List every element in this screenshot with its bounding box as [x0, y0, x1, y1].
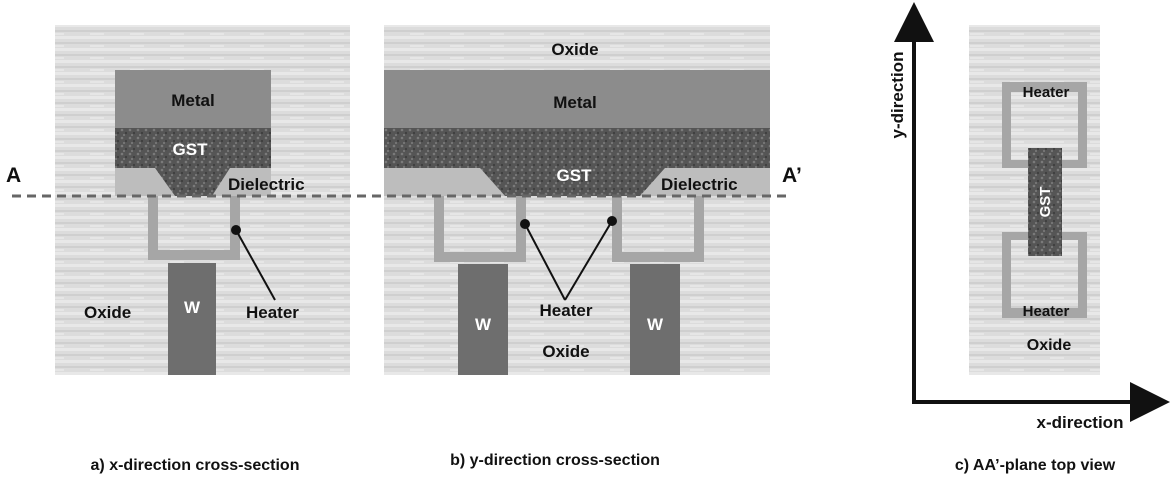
- panel-c-heater-top: [1002, 82, 1087, 168]
- panel-b-heater-leader-left: [524, 223, 566, 301]
- panel-b-tungsten-right: [630, 264, 680, 375]
- panel-b-heater-leader-right: [564, 220, 613, 301]
- panel-b-gst-label: GST: [557, 166, 593, 185]
- panel-b-heater-left: [434, 196, 526, 262]
- panel-b-caption: b) y-direction cross-section: [450, 452, 660, 469]
- panel-c-gst-label: GST: [1037, 187, 1054, 218]
- panel-b-dielectric-left: [384, 168, 505, 196]
- plane-a-prime-label: A’: [782, 164, 802, 187]
- panel-a-heater-label: Heater: [246, 303, 299, 322]
- panel-c-heater-bottom: [1002, 232, 1087, 318]
- panel-a-heater-dot: [231, 225, 241, 235]
- panel-a-dielectric-right: [212, 168, 271, 196]
- x-axis-label: x-direction: [1037, 413, 1124, 432]
- panel-b-heater-label: Heater: [540, 301, 593, 320]
- panel-b-heater-dot-right: [607, 216, 617, 226]
- panel-b-y-cross-section: Oxide Metal GST Dielectric Heater Oxide …: [384, 25, 770, 469]
- panel-a-metal: [115, 70, 271, 128]
- panel-b-tungsten-left: [458, 264, 508, 375]
- panel-b-gst-cone: [480, 168, 665, 196]
- panel-a-heater-leader: [235, 229, 276, 301]
- panel-c-caption: c) AA’-plane top view: [955, 457, 1116, 474]
- panel-a-tungsten-plug: [168, 263, 216, 375]
- panel-b-w-right-label: W: [647, 315, 664, 334]
- panel-c-oxide-label: Oxide: [1027, 337, 1072, 354]
- panel-a-gst-label: GST: [173, 140, 209, 159]
- aa-cut-plane: A A’: [6, 164, 802, 198]
- panel-a-oxide-label: Oxide: [84, 303, 131, 322]
- panel-b-gst-top: [384, 128, 770, 168]
- panel-a-dielectric-label: Dielectric: [228, 175, 305, 194]
- panel-a-gst-top: [115, 128, 271, 168]
- panel-b-metal-label: Metal: [553, 93, 596, 112]
- panel-a-heater: [148, 196, 240, 260]
- panel-a-w-label: W: [184, 298, 201, 317]
- plane-a-label: A: [6, 164, 21, 187]
- panel-b-dielectric-label: Dielectric: [661, 175, 738, 194]
- panel-b-heater-right: [612, 196, 704, 262]
- y-axis-label: y-direction: [888, 52, 907, 139]
- panel-a-x-cross-section: Metal GST Dielectric Oxide W Heater a) x…: [55, 25, 350, 474]
- panel-a-caption: a) x-direction cross-section: [91, 457, 300, 474]
- panel-a-gst-cone: [155, 168, 230, 196]
- panel-a-metal-label: Metal: [171, 91, 214, 110]
- panel-c-gst: [1028, 148, 1062, 256]
- panel-c-heater-bottom-label: Heater: [1023, 303, 1070, 320]
- panel-b-metal: [384, 70, 770, 128]
- panel-b-dielectric-right: [640, 168, 770, 196]
- panel-b-heater-dot-left: [520, 219, 530, 229]
- panel-c-top-view: y-direction x-direction Heater GST Heate…: [888, 2, 1170, 474]
- panel-b-oxide-label: Oxide: [542, 342, 589, 361]
- panel-c-heater-top-label: Heater: [1023, 84, 1070, 101]
- panel-b-oxide-top-label: Oxide: [551, 40, 598, 59]
- panel-b-w-left-label: W: [475, 315, 492, 334]
